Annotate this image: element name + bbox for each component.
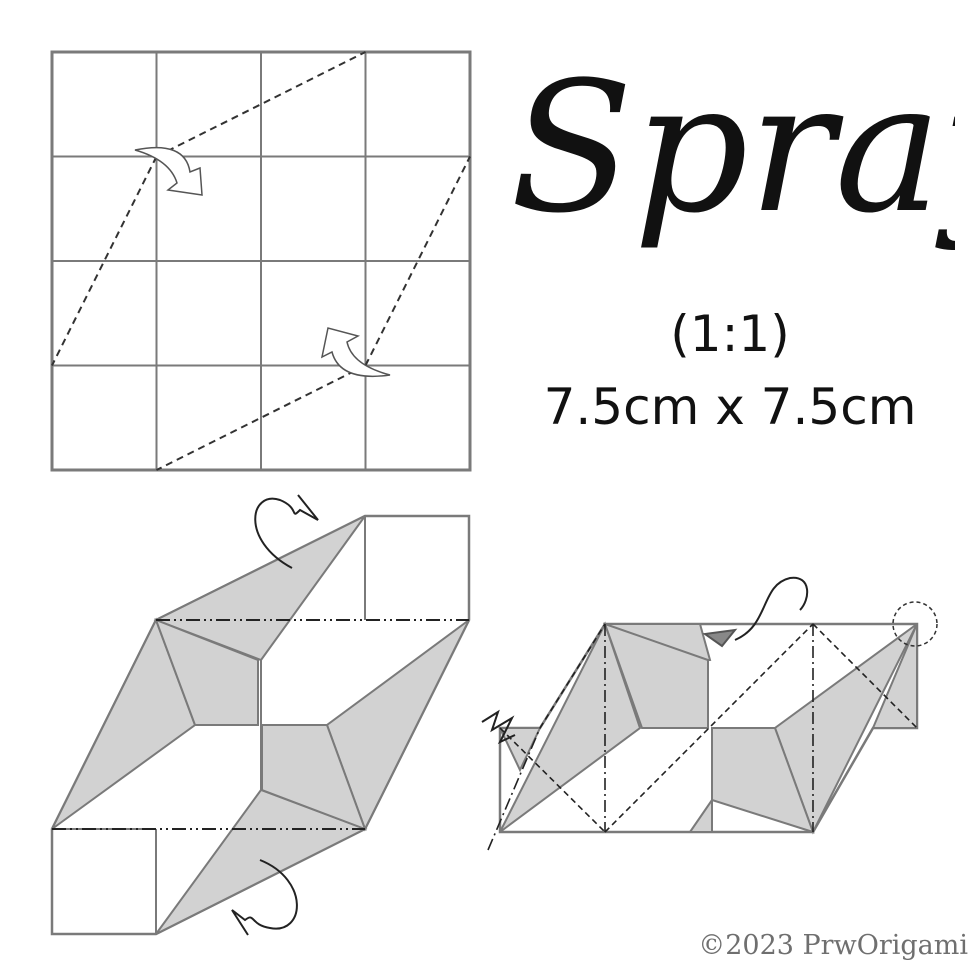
arrowhead-icon bbox=[702, 628, 738, 648]
page-title: Spray bbox=[510, 44, 955, 253]
copyright-text: ©2023 PrwOrigami bbox=[698, 930, 968, 961]
valley-fold-line bbox=[364, 156, 471, 366]
folded-flap bbox=[688, 796, 713, 833]
valley-fold-line bbox=[604, 623, 814, 833]
paper-size: 7.5cm x 7.5cm bbox=[543, 378, 917, 436]
reference-point-icon bbox=[892, 601, 938, 647]
valley-fold-line bbox=[539, 623, 606, 729]
turn-over-arrow-icon bbox=[481, 709, 516, 745]
folded-flap bbox=[603, 622, 709, 729]
turn-over-arrow-icon bbox=[231, 859, 298, 936]
valley-fold-line bbox=[156, 51, 366, 158]
folded-flap bbox=[154, 618, 259, 726]
fold-arrow-icon bbox=[320, 327, 391, 378]
valley-fold-line bbox=[499, 727, 606, 833]
fold-arrow-icon bbox=[134, 146, 203, 196]
mountain-fold-line bbox=[487, 727, 541, 851]
folded-flap bbox=[261, 724, 367, 831]
folded-flap bbox=[711, 727, 815, 834]
valley-fold-line bbox=[51, 156, 158, 366]
turn-over-arrow-icon bbox=[254, 494, 319, 569]
turn-over-arrow-icon bbox=[734, 576, 809, 641]
valley-fold-line bbox=[812, 623, 918, 729]
paper-ratio: (1:1) bbox=[670, 305, 790, 363]
valley-fold-line bbox=[156, 364, 366, 471]
folded-flap bbox=[871, 623, 918, 729]
title-graphic: Spray bbox=[510, 44, 955, 253]
